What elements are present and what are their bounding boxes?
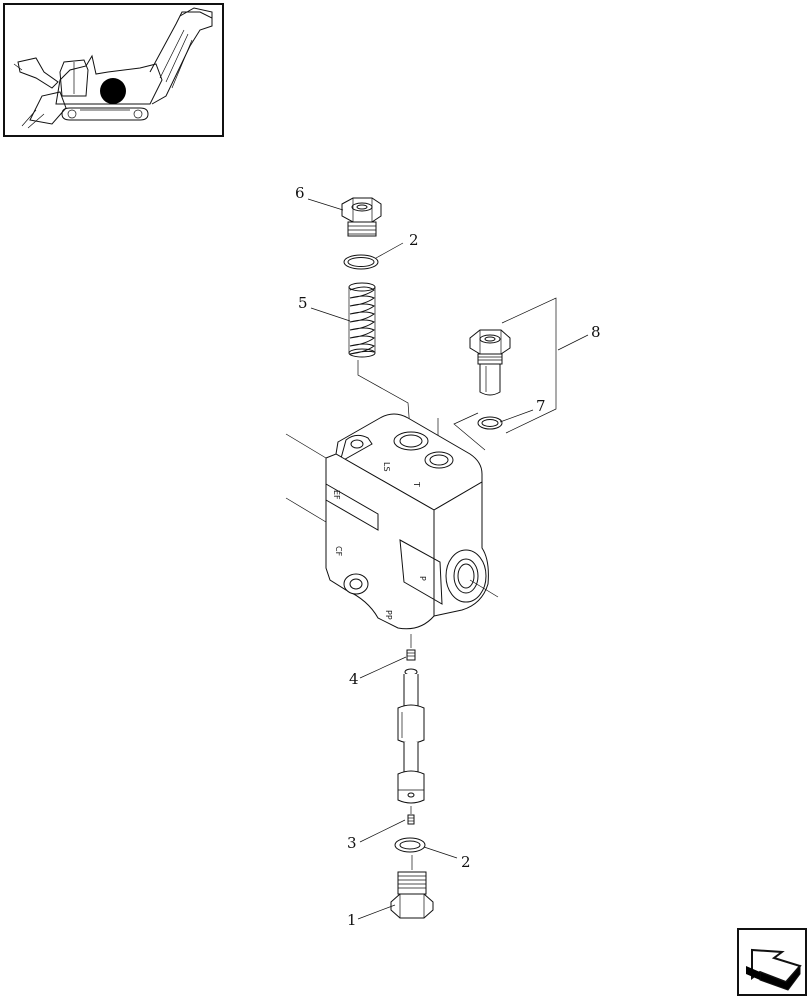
part-3-orifice-plug bbox=[407, 806, 415, 825]
next-page-arrow-icon[interactable] bbox=[737, 928, 807, 996]
part-2-seal-ring-upper bbox=[343, 254, 379, 270]
callout-6: 6 bbox=[295, 184, 305, 202]
part-8-fitting bbox=[469, 329, 511, 396]
part-1-end-plug bbox=[390, 871, 434, 919]
leader-lines bbox=[307, 198, 589, 920]
port-mark-p: P bbox=[418, 576, 427, 581]
harvester-locator-icon bbox=[3, 3, 224, 137]
valve-body: T LS EF CF P PP bbox=[285, 413, 499, 630]
callout-4: 4 bbox=[349, 670, 359, 688]
callout-3: 3 bbox=[347, 834, 357, 852]
callout-7: 7 bbox=[536, 397, 546, 415]
callout-1: 1 bbox=[347, 911, 357, 929]
callout-2-lower: 2 bbox=[461, 853, 471, 871]
callout-5: 5 bbox=[298, 294, 308, 312]
port-mark-ef: EF bbox=[332, 490, 341, 500]
part-5-spring bbox=[348, 282, 376, 358]
part-2-seal-ring-lower bbox=[394, 837, 426, 853]
part-6-plug bbox=[341, 197, 382, 237]
port-mark-ls: LS bbox=[382, 462, 391, 472]
callout-2-upper: 2 bbox=[409, 231, 419, 249]
part-4-screw-plug bbox=[406, 649, 416, 661]
port-mark-t: T bbox=[412, 481, 421, 487]
callout-8: 8 bbox=[591, 323, 601, 341]
port-mark-pp: PP bbox=[384, 610, 393, 620]
spool bbox=[397, 668, 425, 804]
part-7-o-ring bbox=[477, 416, 503, 430]
port-mark-cf: CF bbox=[334, 546, 343, 557]
